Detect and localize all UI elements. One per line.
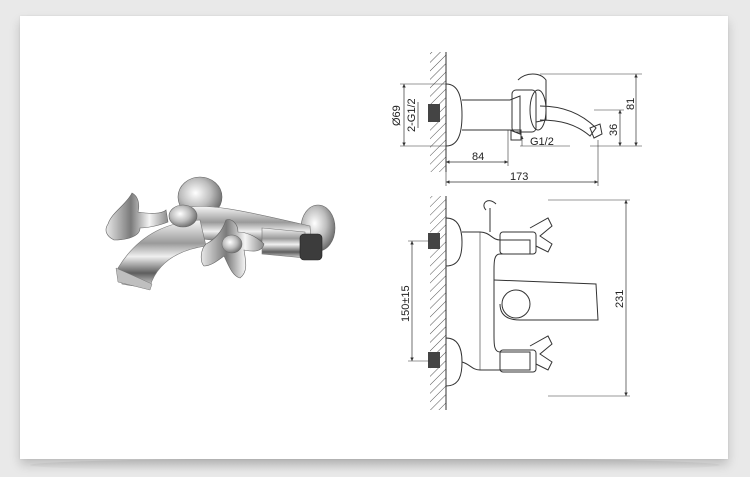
flange-diameter-label: Ø69	[391, 105, 403, 126]
inlet-upper-front	[428, 233, 440, 249]
body-outline-top	[462, 95, 521, 135]
inlet-top	[428, 104, 440, 122]
diverter-connector	[261, 227, 307, 259]
wall-hatch-front	[430, 196, 446, 410]
diverter-knob-front	[501, 289, 531, 319]
lower-handle-front	[529, 335, 553, 371]
lower-valve-front	[499, 349, 537, 373]
front-view-drawing	[408, 196, 630, 410]
valve-housing-top	[511, 89, 537, 133]
outlet-thread-label: G1/2	[530, 136, 554, 148]
center-distance-label: 150±15	[400, 285, 412, 322]
upper-flange-front	[445, 217, 463, 267]
left-cross-handle	[105, 192, 169, 241]
total-width-label: 231	[614, 290, 626, 308]
spout-tip	[115, 267, 153, 291]
outlet-top	[510, 129, 522, 141]
spec-sheet-card	[20, 16, 728, 459]
spout-height-label: 36	[608, 124, 620, 136]
spout-tip-top	[589, 123, 603, 139]
upper-handle-front	[529, 217, 553, 253]
spout-top	[539, 105, 597, 137]
inlet-offset-label: 84	[472, 151, 484, 163]
body-outline-front	[461, 231, 531, 371]
upper-valve-front	[499, 231, 537, 255]
flange-outline-top	[445, 83, 463, 147]
total-length-label: 173	[510, 171, 528, 183]
side-view-drawing	[400, 52, 642, 186]
hose-outlet	[299, 233, 323, 261]
inlet-lower-front	[428, 352, 440, 368]
handle-top	[517, 73, 547, 123]
lower-flange-front	[445, 337, 463, 387]
hook-front	[483, 200, 497, 211]
right-handle-cap	[221, 234, 243, 254]
left-handle-cap	[168, 204, 198, 228]
spout-front	[493, 279, 599, 321]
faucet-photo	[105, 176, 336, 291]
inlet-thread-label: 2-G1/2	[406, 98, 418, 132]
handle-disc-top	[529, 89, 547, 131]
total-height-label: 81	[625, 98, 637, 110]
card-shadow	[30, 458, 720, 472]
